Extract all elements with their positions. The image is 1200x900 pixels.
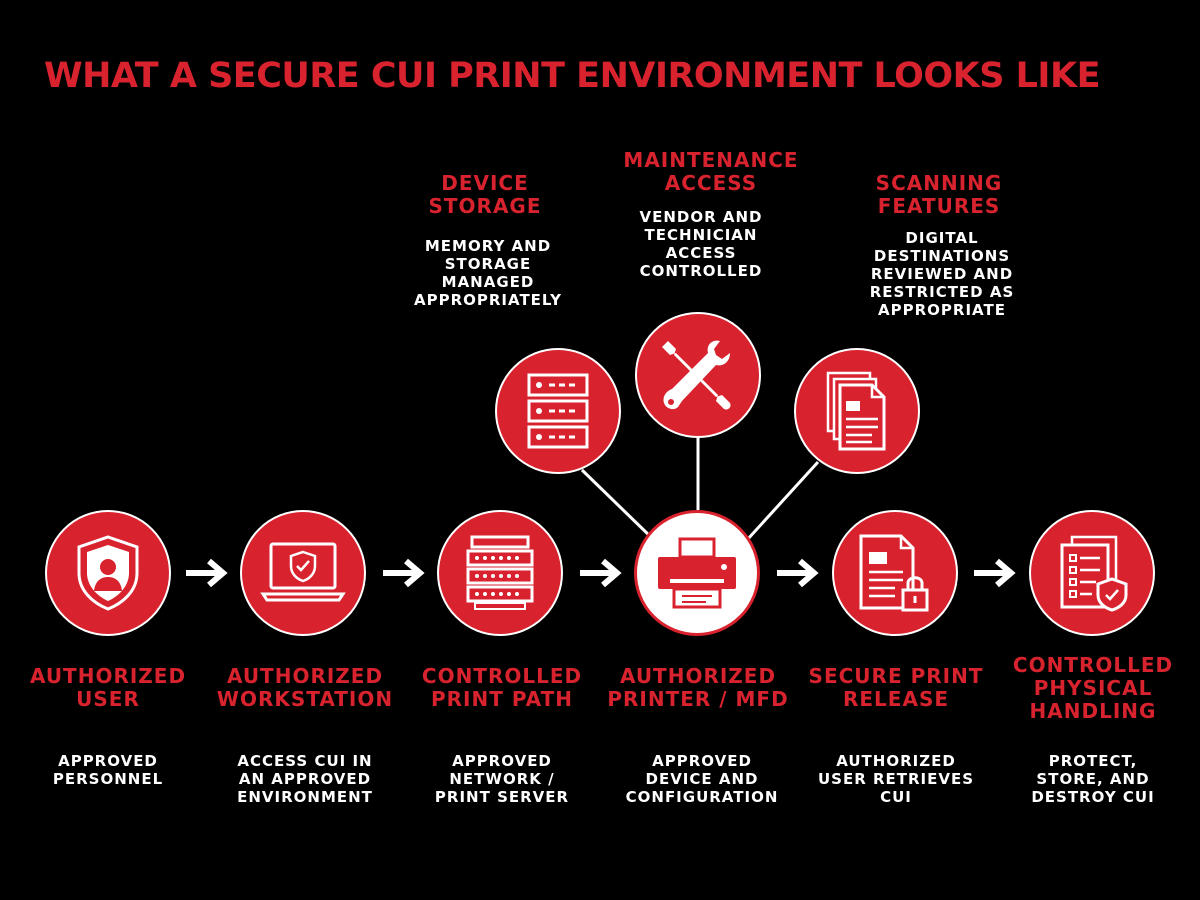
flow-label-authorized-printer: AUTHORIZED PRINTER / MFD [607,664,789,711]
flow-label-authorized-workstation: AUTHORIZED WORKSTATION [216,664,394,711]
print-server-icon [463,533,537,613]
node-scanning-features [794,348,920,474]
arrow-right-icon [186,558,228,588]
arrow-right-icon [580,558,622,588]
satellite-label-maintenance-access: MAINTENANCE ACCESS [623,148,799,195]
storage-server-icon [523,371,593,451]
tools-icon [658,335,738,415]
scan-documents-icon [822,369,892,453]
flow-desc-authorized-printer: APPROVED DEVICE AND CONFIGURATION [625,752,779,806]
arrow-right-icon [974,558,1016,588]
flow-desc-secure-print-release: AUTHORIZED USER RETRIEVES CUI [817,752,975,806]
node-secure-print-release [832,510,958,636]
flow-label-authorized-user: AUTHORIZED USER [29,664,187,711]
satellite-label-scanning-features: SCANNING FEATURES [875,171,1003,218]
flow-desc-controlled-physical-handling: PROTECT, STORE, AND DESTROY CUI [1031,752,1155,806]
connector-storage [580,468,656,542]
flow-desc-controlled-print-path: APPROVED NETWORK / PRINT SERVER [434,752,570,806]
arrow-right-icon [383,558,425,588]
secure-document-icon [855,532,935,614]
node-device-storage [495,348,621,474]
flow-desc-authorized-workstation: ACCESS CUI IN AN APPROVED ENVIRONMENT [237,752,373,806]
checklist-shield-icon [1052,533,1132,613]
flow-label-secure-print-release: SECURE PRINT RELEASE [808,664,984,711]
satellite-desc-maintenance-access: VENDOR AND TECHNICIAN ACCESS CONTROLLED [639,208,763,280]
node-controlled-physical-handling [1029,510,1155,636]
arrow-right-icon [777,558,819,588]
user-shield-icon [71,533,145,613]
node-authorized-printer [634,510,760,636]
connector-scanning [745,460,820,542]
flow-label-controlled-physical-handling: CONTROLLED PHYSICAL HANDLING [1012,653,1174,723]
node-authorized-user [45,510,171,636]
satellite-desc-device-storage: MEMORY AND STORAGE MANAGED APPROPRIATELY [413,237,563,309]
satellite-label-device-storage: DEVICE STORAGE [428,171,542,218]
node-maintenance-access [635,312,761,438]
node-authorized-workstation [240,510,366,636]
flow-label-controlled-print-path: CONTROLLED PRINT PATH [421,664,583,711]
laptop-shield-icon [260,540,346,606]
printer-icon [652,533,742,613]
page-title: WHAT A SECURE CUI PRINT ENVIRONMENT LOOK… [44,56,1100,96]
node-controlled-print-path [437,510,563,636]
satellite-desc-scanning-features: DIGITAL DESTINATIONS REVIEWED AND RESTRI… [869,229,1015,319]
flow-desc-authorized-user: APPROVED PERSONNEL [52,752,164,788]
